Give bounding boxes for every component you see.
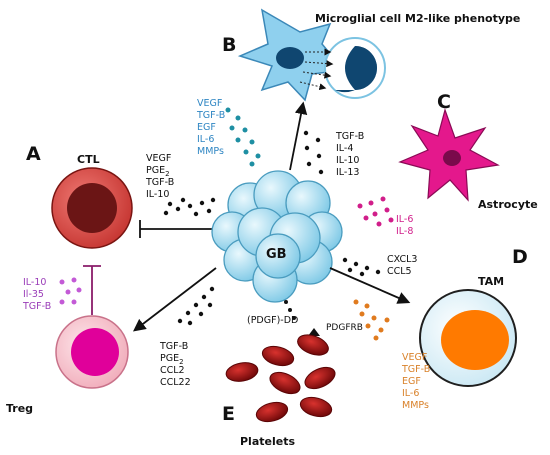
platelet xyxy=(261,345,295,367)
treg-factor-1: IL-10 xyxy=(23,277,46,288)
tam-cell xyxy=(419,289,517,387)
d-gb-factors: CXCL3 CCL5 xyxy=(387,254,417,277)
ctl-label: CTL xyxy=(77,153,100,166)
platelet xyxy=(269,371,301,395)
panel-a-letter: A xyxy=(26,143,41,165)
treg-secreted-3: CCL2 xyxy=(160,365,185,376)
tam-factor-4: IL-6 xyxy=(402,388,419,399)
mg-factor-1: TGF-B xyxy=(335,131,364,142)
black-dots-a xyxy=(163,197,216,217)
d-tam-factors: VEGF TGF-B EGF IL-6 MMPs xyxy=(401,352,430,411)
b-factor-2: TGF-B xyxy=(196,110,225,121)
black-dots-b xyxy=(303,130,324,175)
treg-factor-2: Il-35 xyxy=(23,289,44,300)
treg-secreted-2: PGE2 xyxy=(160,353,184,366)
astro-factor-2: IL-8 xyxy=(396,226,413,237)
treg-factors: IL-10 Il-35 TGF-B xyxy=(22,277,51,312)
black-dots-e xyxy=(284,300,296,320)
tam-factor-2: TGF-B xyxy=(401,364,430,375)
inhibit-ctl xyxy=(139,220,216,238)
orange-dots-d xyxy=(353,299,390,341)
arrow-to-microglia xyxy=(289,101,308,171)
platelet xyxy=(225,362,259,382)
ctl-factor-2: PGE2 xyxy=(146,165,170,178)
mg-factor-3: IL-10 xyxy=(336,155,359,166)
astro-factor-1: IL-6 xyxy=(396,214,413,225)
platelets-label: Platelets xyxy=(240,435,295,448)
arrow-to-treg xyxy=(132,267,217,332)
astrocyte-cell xyxy=(398,107,500,202)
pdgfrb-label: PDGFRB xyxy=(326,323,363,333)
c-factors: IL-6 IL-8 xyxy=(396,214,413,237)
ctl-factor-1: VEGF xyxy=(146,153,171,164)
black-dots-d xyxy=(342,257,381,277)
ctl-factor-3: TGF-B xyxy=(145,177,174,188)
purple-dots-treg xyxy=(59,277,82,305)
panel-b-letter: B xyxy=(222,34,236,56)
gb-tumor xyxy=(211,170,343,303)
ctl-cell xyxy=(51,167,133,249)
panel-e-letter: E xyxy=(222,403,235,425)
panel-c-letter: C xyxy=(437,91,451,113)
b-factor-5: MMPs xyxy=(197,146,224,157)
b-factor-3: EGF xyxy=(197,122,216,133)
pdgf-label: (PDGF)-DD xyxy=(247,315,298,326)
mg-factor-2: IL-4 xyxy=(336,143,353,154)
platelet xyxy=(304,366,336,390)
microglia-transition-arrows xyxy=(299,48,334,91)
mg-factor-4: IL-13 xyxy=(336,167,359,178)
platelet xyxy=(297,334,329,356)
tam-factor-1: VEGF xyxy=(402,352,427,363)
treg-secreted-1: TGF-B xyxy=(159,341,188,352)
panel-d-letter: D xyxy=(512,246,528,268)
microglia-m2-cell xyxy=(324,36,386,100)
astrocyte-label: Astrocyte xyxy=(478,198,538,211)
pink-dots-c xyxy=(357,196,394,227)
ctl-factor-4: IL-10 xyxy=(146,189,169,200)
e-treg-factors: TGF-B PGE2 CCL2 CCL22 xyxy=(159,341,191,388)
black-dots-treg xyxy=(177,286,215,326)
pdgfrb-arrowhead xyxy=(308,328,320,336)
platelets xyxy=(225,334,336,423)
treg-label: Treg xyxy=(6,402,33,415)
tam-gb-factor-2: CCL5 xyxy=(387,266,412,277)
treg-cell xyxy=(55,315,129,389)
tam-factor-3: EGF xyxy=(402,376,421,387)
b-factor-1: VEGF xyxy=(197,98,222,109)
inhibit-treg-ctl xyxy=(83,265,101,315)
arrow-to-tam xyxy=(329,267,411,304)
panel-b-title: Microglial cell M2-like phenotype xyxy=(315,12,520,25)
platelet xyxy=(255,401,289,423)
tam-label: TAM xyxy=(478,275,504,288)
microglia-cell xyxy=(237,8,346,102)
platelet xyxy=(299,396,333,418)
a-factors: VEGF PGE2 TGF-B IL-10 xyxy=(145,153,174,200)
treg-secreted-4: CCL22 xyxy=(160,377,191,388)
b-microglia-factors: TGF-B IL-4 IL-10 IL-13 xyxy=(335,131,364,178)
tam-factor-5: MMPs xyxy=(402,400,429,411)
b-factor-4: IL-6 xyxy=(197,134,214,145)
tam-gb-factor-1: CXCL3 xyxy=(387,254,417,265)
treg-factor-3: TGF-B xyxy=(22,301,51,312)
gb-label: GB xyxy=(266,247,287,262)
teal-dots-b xyxy=(225,107,261,167)
b-gb-factors: VEGF TGF-B EGF IL-6 MMPs xyxy=(196,98,225,157)
